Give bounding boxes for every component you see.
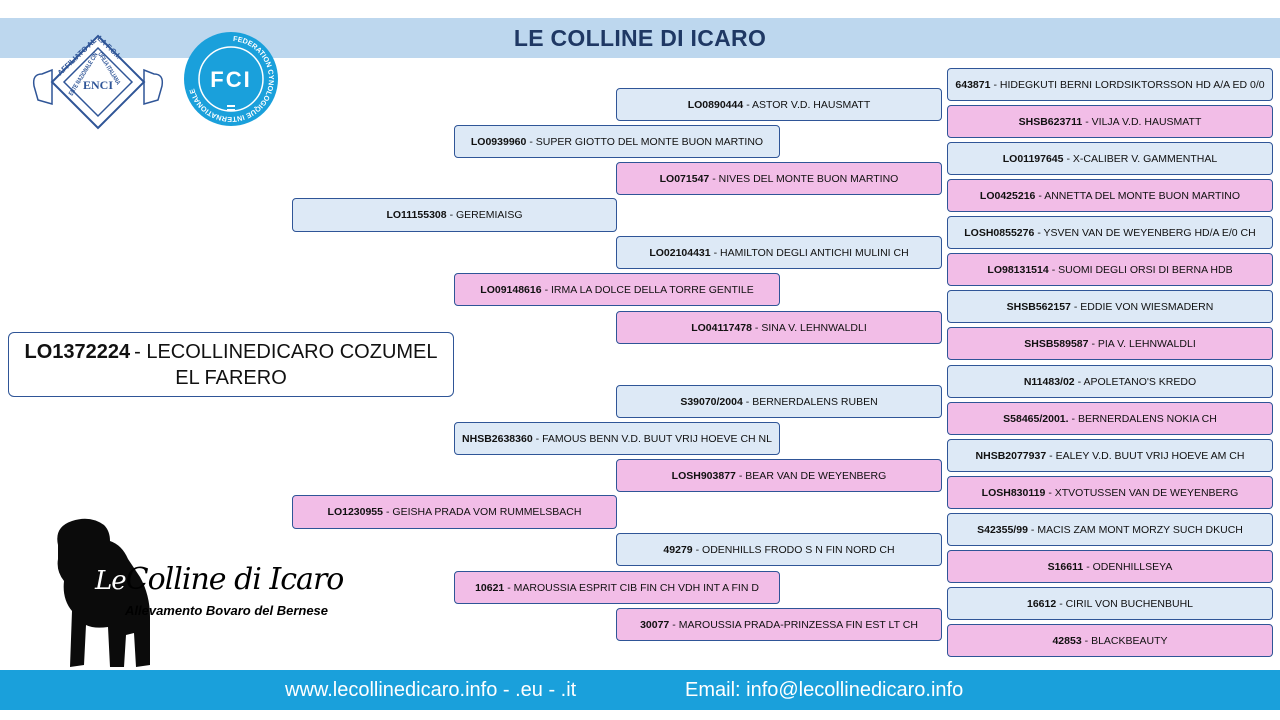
- ggg-7: SHSB562157- EDDIE VON WIESMADERN: [947, 290, 1273, 323]
- kennel-logo-subtitle: Allevamento Bovaro del Bernese: [125, 603, 329, 618]
- ggg-3: LO01197645- X-CALIBER V. GAMMENTHAL: [947, 142, 1273, 175]
- subject-name: - LECOLLINEDICARO COZUMEL EL FARERO: [134, 340, 438, 389]
- grandparent-4: 10621- MAROUSSIA ESPRIT CIB FIN CH VDH I…: [454, 571, 780, 604]
- parent-dam: LO1230955- GEISHA PRADA VOM RUMMELSBACH: [292, 495, 617, 529]
- ggg-8: SHSB589587- PIA V. LEHNWALDLI: [947, 327, 1273, 360]
- bernese-dog-silhouette: [57, 518, 150, 667]
- fci-logo: FEDERATION CYNOLOGIQUE INTERNATIONALE FC…: [184, 32, 278, 126]
- great-grandparent-4: LO04117478- SINA V. LEHNWALDLI: [616, 311, 942, 344]
- great-grandparent-6: LOSH903877- BEAR VAN DE WEYENBERG: [616, 459, 942, 492]
- great-grandparent-1: LO0890444- ASTOR V.D. HAUSMATT: [616, 88, 942, 121]
- fci-mark: FCI: [210, 67, 251, 92]
- ggg-2: SHSB623711- VILJA V.D. HAUSMATT: [947, 105, 1273, 138]
- grandparent-3: NHSB2638360- FAMOUS BENN V.D. BUUT VRIJ …: [454, 422, 780, 455]
- ggg-4: LO0425216- ANNETTA DEL MONTE BUON MARTIN…: [947, 179, 1273, 212]
- great-grandparent-3: LO02104431- HAMILTON DEGLI ANTICHI MULIN…: [616, 236, 942, 269]
- ggg-13: S42355/99- MACIS ZAM MONT MORZY SUCH DKU…: [947, 513, 1273, 546]
- enci-mark: ENCI: [83, 78, 113, 92]
- ggg-15: 16612- CIRIL VON BUCHENBUHL: [947, 587, 1273, 620]
- subject-box: LO1372224- LECOLLINEDICARO COZUMEL EL FA…: [8, 332, 454, 397]
- ggg-16: 42853- BLACKBEAUTY: [947, 624, 1273, 657]
- ggg-9: N11483/02- APOLETANO'S KREDO: [947, 365, 1273, 398]
- ggg-5: LOSH0855276- YSVEN VAN DE WEYENBERG HD/A…: [947, 216, 1273, 249]
- ggg-1: 643871- HIDEGKUTI BERNI LORDSIKTORSSON H…: [947, 68, 1273, 101]
- ggg-10: S58465/2001.- BERNERDALENS NOKIA CH: [947, 402, 1273, 435]
- page-title: LE COLLINE DI ICARO: [513, 25, 767, 51]
- grandparent-2: LO09148616- IRMA LA DOLCE DELLA TORRE GE…: [454, 273, 780, 306]
- ggg-14: S16611- ODENHILLSEYA: [947, 550, 1273, 583]
- great-grandparent-5: S39070/2004- BERNERDALENS RUBEN: [616, 385, 942, 418]
- ggg-12: LOSH830119- XTVOTUSSEN VAN DE WEYENBERG: [947, 476, 1273, 509]
- parent-sire: LO11155308- GEREMIAISG: [292, 198, 617, 232]
- grandparent-1: LO0939960- SUPER GIOTTO DEL MONTE BUON M…: [454, 125, 780, 158]
- ggg-6: LO98131514- SUOMI DEGLI ORSI DI BERNA HD…: [947, 253, 1273, 286]
- ggg-11: NHSB2077937- EALEY V.D. BUUT VRIJ HOEVE …: [947, 439, 1273, 472]
- kennel-logo-le: Le: [95, 566, 127, 596]
- footer-bar: www.lecollinedicaro.info - .eu - .it Ema…: [0, 670, 1280, 710]
- great-grandparent-2: LO071547- NIVES DEL MONTE BUON MARTINO: [616, 162, 942, 195]
- great-grandparent-7: 49279- ODENHILLS FRODO S N FIN NORD CH: [616, 533, 942, 566]
- kennel-logo-name: Colline di Icaro: [125, 562, 345, 597]
- great-grandparent-8: 30077- MAROUSSIA PRADA-PRINZESSA FIN EST…: [616, 608, 942, 641]
- footer-website-link[interactable]: www.lecollinedicaro.info - .eu - .it: [285, 679, 577, 701]
- kennel-logo-text: LeColline di Icaro: [95, 562, 345, 597]
- footer-email-link[interactable]: Email: info@lecollinedicaro.info: [685, 679, 964, 701]
- subject-id: LO1372224: [24, 340, 131, 363]
- enci-logo: AFFILIATO ALLA F.C.I. ENTE NAZIONALE CIN…: [32, 34, 164, 130]
